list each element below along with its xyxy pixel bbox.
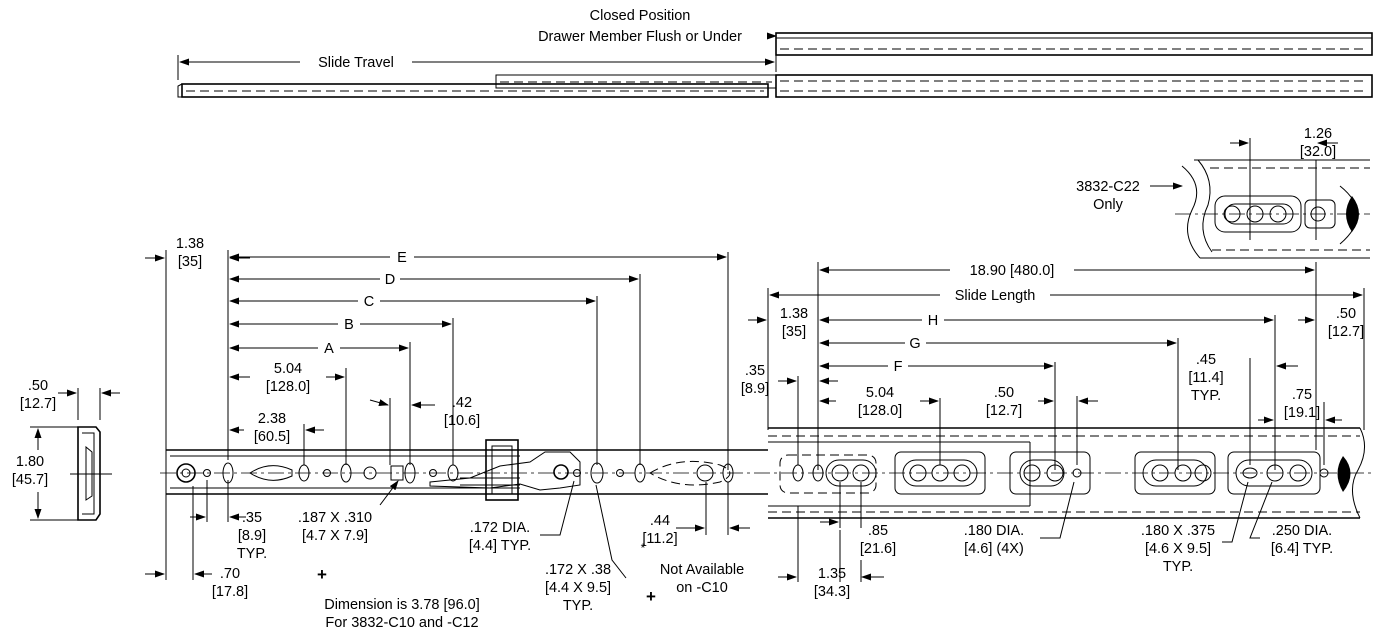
right-d180x: .180 X .375 <box>1141 523 1215 539</box>
left-d44: .44 <box>650 513 670 529</box>
left-d504-mm: [128.0] <box>266 379 310 395</box>
right-d180x-mm: [4.6 X 9.5] <box>1145 541 1211 557</box>
detail-model-1: 3832-C22 <box>1076 179 1140 195</box>
right-d135-mm: [34.3] <box>814 584 850 600</box>
dim-C: C <box>364 294 374 310</box>
dim-D: D <box>385 272 395 288</box>
detail-model-2: Only <box>1093 197 1124 213</box>
left-d138-mm: [35] <box>178 254 202 270</box>
left-d187: .187 X .310 <box>298 510 372 526</box>
left-d70: .70 <box>220 566 240 582</box>
right-d50: .50 <box>1336 306 1356 322</box>
left-d44-mm: [11.2] <box>642 531 677 547</box>
end-view: .50 [12.7] 1.80 [45.7] <box>12 378 120 521</box>
dim-H: H <box>928 313 938 329</box>
na-line-1: Not Available <box>660 562 744 578</box>
right-d45-mm: [11.4] <box>1188 370 1223 386</box>
left-d35-typ: TYP. <box>237 546 267 562</box>
right-d504: 5.04 <box>866 385 894 401</box>
right-d180: .180 DIA. <box>964 523 1024 539</box>
right-d50-mm: [12.7] <box>1328 324 1364 340</box>
right-dimensions: 18.90 [480.0] Slide Length 1.38 [35] H G… <box>741 262 1365 600</box>
note-line-1: Dimension is 3.78 [96.0] <box>324 597 480 613</box>
left-d172x-typ: TYP. <box>563 598 593 614</box>
closed-position-label-1: Closed Position <box>590 8 691 24</box>
closed-position-label-2: Drawer Member Flush or Under <box>538 29 742 45</box>
star-marker: * <box>641 541 646 555</box>
right-d85: .85 <box>868 523 888 539</box>
dim-E: E <box>397 250 407 266</box>
right-d85-mm: [21.6] <box>860 541 896 557</box>
detail-dim-top-mm: [32.0] <box>1300 144 1336 160</box>
dim-B: B <box>344 317 354 333</box>
left-d504: 5.04 <box>274 361 302 377</box>
dim-F: F <box>894 359 903 375</box>
end-d180: 1.80 <box>16 454 44 470</box>
closed-position-view: Closed Position Drawer Member Flush or U… <box>177 8 1373 98</box>
left-d35-mm: [8.9] <box>238 528 266 544</box>
left-d42-mm: [10.6] <box>444 413 480 429</box>
left-d172x: .172 X .38 <box>545 562 611 578</box>
detail-dim-top: 1.26 <box>1304 126 1332 142</box>
plus-marker-1: + <box>317 565 327 584</box>
right-d50b-mm: [12.7] <box>986 403 1022 419</box>
right-d138: 1.38 <box>780 306 808 322</box>
left-d172: .172 DIA. <box>470 520 530 536</box>
right-d1890: 18.90 [480.0] <box>970 263 1055 279</box>
slide-side-view <box>160 427 1372 519</box>
right-d138-mm: [35] <box>782 324 806 340</box>
right-d35: .35 <box>745 363 765 379</box>
right-d35-mm: [8.9] <box>741 381 769 397</box>
left-d70-mm: [17.8] <box>212 584 248 600</box>
right-d45-typ: TYP. <box>1191 388 1221 404</box>
left-d172-mm: [4.4] TYP. <box>469 538 531 554</box>
left-d35: .35 <box>242 510 262 526</box>
dim-A: A <box>324 341 334 357</box>
dim-G: G <box>909 336 920 352</box>
right-d50b: .50 <box>994 385 1014 401</box>
left-d42: .42 <box>452 395 472 411</box>
right-d75: .75 <box>1292 387 1312 403</box>
left-dimensions: 1.38 [35] E D C B A 5.04 [128.0] 2 <box>145 236 750 630</box>
note-line-2: For 3832-C10 and -C12 <box>325 615 478 630</box>
right-d45: .45 <box>1196 352 1216 368</box>
right-d250: .250 DIA. <box>1272 523 1332 539</box>
right-d180-mm: [4.6] (4X) <box>964 541 1024 557</box>
slide-length-label: Slide Length <box>955 288 1036 304</box>
right-d250-mm: [6.4] TYP. <box>1271 541 1333 557</box>
end-d50-mm: [12.7] <box>20 396 56 412</box>
detail-view-c22: 1.26 [32.0] 3832-C22 Only <box>1076 126 1370 259</box>
left-d238: 2.38 <box>258 411 286 427</box>
left-d238-mm: [60.5] <box>254 429 290 445</box>
slide-travel-label: Slide Travel <box>318 55 394 71</box>
right-d75-mm: [19.1] <box>1284 405 1320 421</box>
end-d180-mm: [45.7] <box>12 472 48 488</box>
right-d135: 1.35 <box>818 566 846 582</box>
left-d138: 1.38 <box>176 236 204 252</box>
left-d187-mm: [4.7 X 7.9] <box>302 528 368 544</box>
right-d504-mm: [128.0] <box>858 403 902 419</box>
end-d50: .50 <box>28 378 48 394</box>
left-d172x-mm: [4.4 X 9.5] <box>545 580 611 596</box>
na-line-2: on -C10 <box>676 580 728 596</box>
plus-marker-2: + <box>646 587 656 606</box>
right-d180x-typ: TYP. <box>1163 559 1193 575</box>
